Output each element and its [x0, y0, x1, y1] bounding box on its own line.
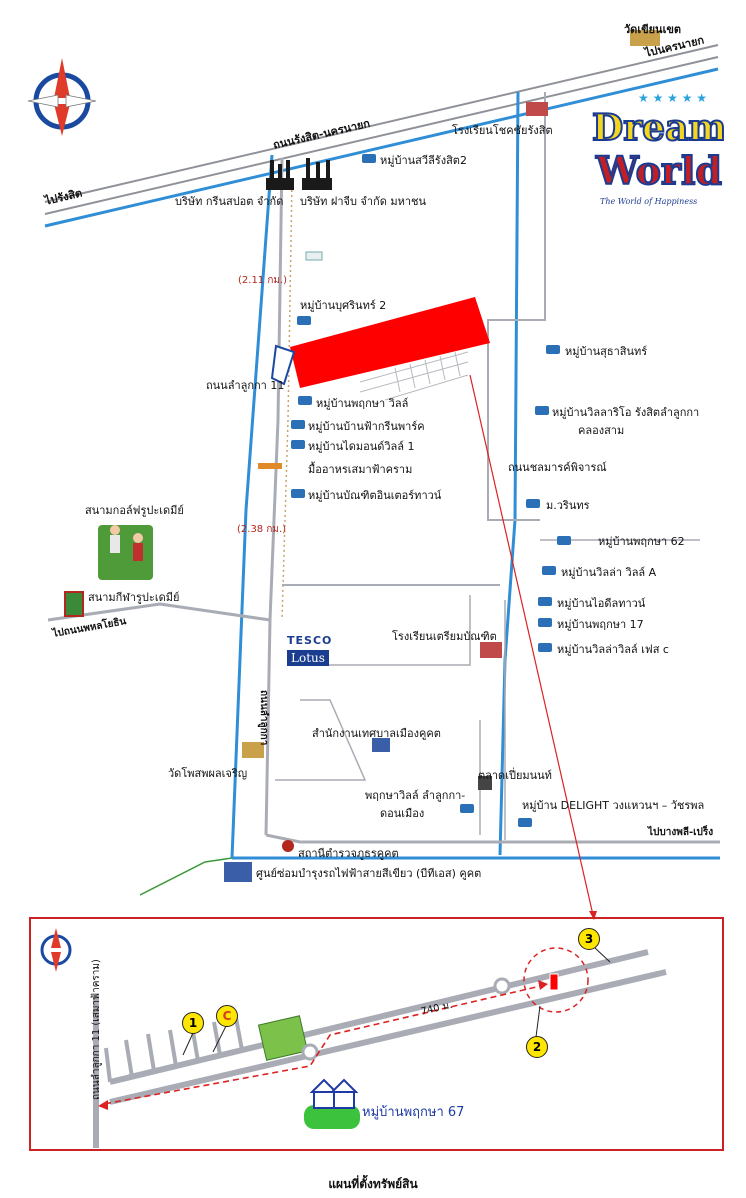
inset-subject-lot[interactable]	[549, 973, 559, 991]
label-prueksa-lam: พฤกษาวิลล์ ลำลูกกา-	[365, 789, 466, 802]
inset-main-road-lower	[109, 969, 667, 1105]
marker-leaders	[182, 947, 611, 1056]
factory-icon	[266, 158, 332, 190]
pointer-line	[469, 374, 594, 916]
lam-luk-ka-11-dotted	[281, 179, 293, 621]
label-villa-rio: หมู่บ้านวิลลาริโอ รังสิตลำลูกกา	[552, 406, 700, 419]
village-icons	[291, 154, 571, 827]
road-bottom	[265, 833, 720, 844]
tesco-line2: Lotus	[287, 650, 329, 666]
label-distance-2: (2.38 กม.)	[237, 524, 287, 535]
right-canal	[498, 91, 520, 856]
subdivision-grid	[359, 351, 469, 401]
label-prueksa-ville: หมู่บ้านพฤกษา วิลล์	[316, 397, 409, 410]
label-buri2: หมู่บ้านบุศรินทร์ 2	[300, 299, 387, 312]
label-kukot-station: สถานีตำรวจภูธรคูคต	[298, 847, 399, 860]
road-inner-2	[275, 699, 367, 781]
dream-logo-line2: World	[595, 148, 722, 193]
marker-1[interactable]: 1	[182, 1012, 204, 1034]
label-prueksa-17: หมู่บ้านพฤกษา 17	[557, 618, 644, 631]
inset-route	[103, 984, 546, 1105]
pointer-arrow	[589, 911, 597, 920]
marker-2[interactable]: 2	[526, 1036, 548, 1058]
marker-2-label: 2	[532, 1040, 542, 1054]
rangsit-nakhon-nayok-road	[44, 44, 719, 228]
label-khlong-sam: คลองสาม	[578, 424, 625, 437]
label-distance-1: (2.11 กม.)	[238, 275, 288, 286]
inset-compass-icon	[40, 928, 72, 972]
inset-roundabout-1	[301, 1043, 319, 1061]
label-suthasin: หมู่บ้านสุธาสินทร์	[565, 345, 648, 358]
inset-border	[29, 917, 724, 1151]
subject-property[interactable]	[290, 297, 490, 388]
inset-subject-highlight	[523, 947, 589, 1013]
intersection-icon	[270, 344, 296, 386]
dream-logo-line1: Dream	[592, 107, 724, 149]
label-fa-green-park: หมู่บ้านบ้านฟ้ากรีนพาร์ค	[308, 420, 425, 433]
marker-1-label: 1	[188, 1016, 198, 1030]
marker-3-label: 3	[584, 932, 594, 946]
label-varinthorn: ม.วรินทร	[546, 499, 590, 512]
label-rangsit-school: โรงเรียนโชคชัยรังสิต	[452, 124, 553, 137]
golf-illustration	[64, 525, 153, 617]
tesco-lotus-logo: TESCO Lotus	[287, 634, 347, 668]
inset-village-icon	[304, 1078, 360, 1129]
marker-3[interactable]: 3	[578, 928, 600, 950]
label-market: ตลาดเปี่ยมนนท์	[478, 769, 552, 782]
label-golf: สนามกอล์ฟรูปะเดมีย์	[85, 504, 184, 517]
inset-route-arrow-end	[538, 980, 548, 990]
compass-icon	[27, 58, 97, 136]
label-suan-rangsit2: หมู่บ้านสวีลีรังสิต2	[380, 154, 467, 167]
label-green-spot: บริษัท กรีนสปอต จำกัด	[175, 195, 284, 208]
label-delight: หมู่บ้าน DELIGHT วงแหวนฯ – วัชรพล	[522, 799, 705, 812]
inset-route-arrow-start	[98, 1100, 108, 1110]
label-villa-ville-a: หมู่บ้านวิลล่า วิลล์ A	[561, 566, 657, 579]
label-don-mueang: ดอนเมือง	[380, 807, 425, 820]
label-to-nong-suea: ไปบางพลี-เปร็ง	[648, 827, 714, 838]
label-lam-luk-ka-11: ถนนลำลูกกา 11	[206, 379, 285, 392]
road-east-1	[487, 92, 546, 521]
dream-logo-tagline: The World of Happiness	[600, 197, 697, 206]
inset-side-streets	[104, 1017, 244, 1083]
label-municipality: สำนักงานเทศบาลเมืองคูคต	[312, 727, 441, 740]
lam-luk-ka-11-road	[264, 157, 284, 836]
label-villa-phase-c: หมู่บ้านวิลล่าวิลล์ เฟส c	[557, 643, 669, 656]
orange-sign	[258, 463, 282, 469]
inset-road-label: ถนนลำลูกกา 11 (เสมาฟ้าคราม)	[91, 959, 102, 1100]
left-canal	[230, 154, 274, 859]
small-sign	[305, 251, 323, 261]
dream-world-logo: Dream World The World of Happiness ★ ★ ★…	[588, 92, 724, 212]
map-caption: แผนที่ตั้งทรัพย์สิน	[328, 1177, 418, 1191]
inset-roundabout-2	[493, 977, 511, 995]
green-path	[139, 857, 233, 896]
temple-icons	[224, 30, 660, 882]
label-golf2: สนามกีฬารูปะเดมีย์	[88, 591, 180, 604]
marker-c-label: C	[222, 1009, 232, 1023]
label-prayer: มื้ออาหรเสมาฟ้าคราม	[308, 463, 413, 476]
label-ideal-town: หมู่บ้านไอดีลทาวน์	[557, 597, 646, 610]
tesco-line1: TESCO	[287, 634, 333, 647]
label-diamond-ville: หมู่บ้านไดมอนด์วิลล์ 1	[308, 440, 415, 453]
label-bundit-town: หมู่บ้านบัณฑิตอินเตอร์ทาวน์	[308, 489, 442, 502]
label-prueksa-62: หมู่บ้านพฤกษา 62	[598, 535, 685, 548]
stars-decoration: ★ ★ ★ ★ ★	[638, 92, 707, 105]
label-wat-phosai: วัดโพสพผลเจริญ	[168, 767, 248, 780]
marker-c[interactable]: C	[216, 1005, 238, 1027]
label-prep-school: โรงเรียนเตรียมบัณฑิต	[392, 630, 497, 643]
label-fuji: บริษัท ฝาจีบ จำกัด มหาชน	[300, 195, 427, 208]
inset-green-lot	[257, 1015, 309, 1061]
label-chonmark-road: ถนนชลมารค์พิจารณ์	[508, 461, 607, 474]
label-depot: ศูนย์ซ่อมบำรุงรถไฟฟ้าสายสีเขียว (บีทีเอส…	[256, 867, 482, 880]
inset-village-label: หมู่บ้านพฤกษา 67	[362, 1105, 465, 1120]
road-golf	[47, 602, 271, 622]
label-wat-kian-khet: วัดเขียนเขต	[624, 23, 681, 36]
road-inner-1	[300, 595, 471, 666]
